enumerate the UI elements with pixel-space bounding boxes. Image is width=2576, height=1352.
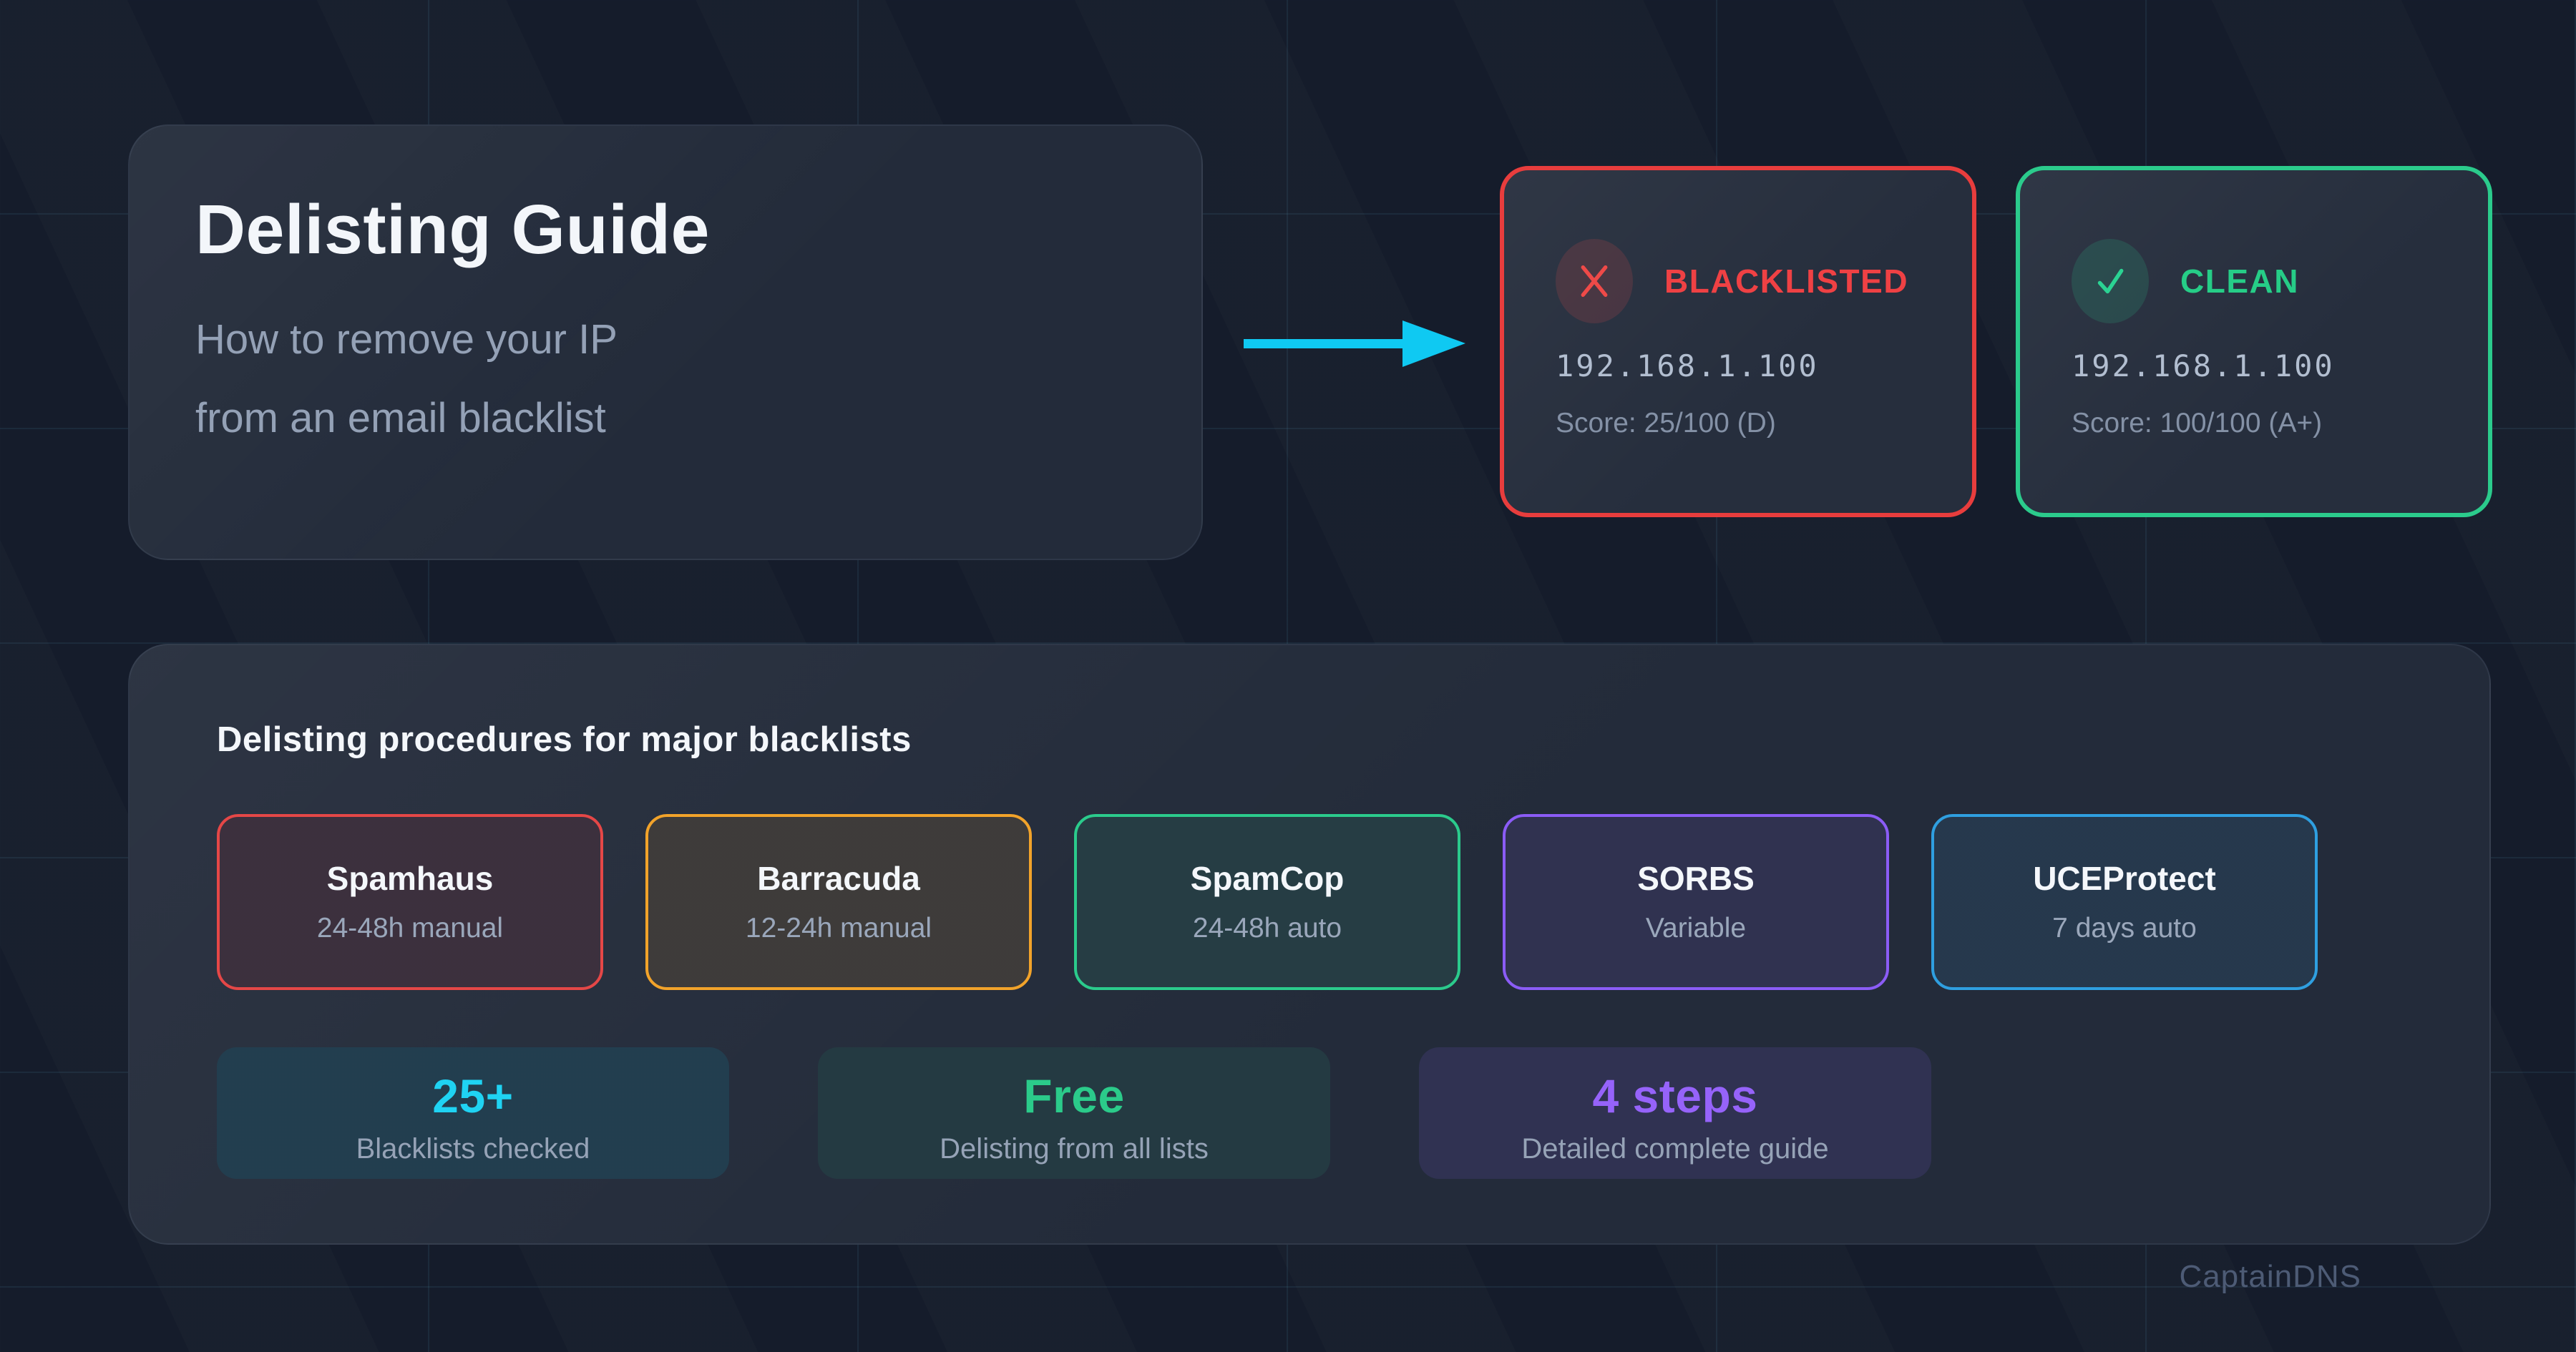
stat-badges-row: 25+ Blacklists checked Free Delisting fr…: [217, 1047, 1931, 1179]
blacklist-time: 24-48h manual: [316, 913, 504, 944]
blacklist-time: Variable: [1645, 913, 1747, 944]
stat-label: Blacklists checked: [356, 1133, 590, 1165]
watermark: CaptainDNS: [2179, 1259, 2361, 1294]
blacklist-card-sorbs: SORBS Variable: [1503, 814, 1889, 990]
blacklist-card-barracuda: Barracuda 12-24h manual: [645, 814, 1032, 990]
ip-address: 192.168.1.100: [1556, 348, 1819, 383]
stat-label: Delisting from all lists: [940, 1133, 1209, 1165]
check-icon: [2072, 239, 2149, 323]
status-card-blacklisted: BLACKLISTED 192.168.1.100 Score: 25/100 …: [1500, 166, 1976, 517]
status-card-clean: CLEAN 192.168.1.100 Score: 100/100 (A+): [2016, 166, 2492, 517]
score-text: Score: 100/100 (A+): [2072, 408, 2323, 439]
page-subtitle-line-2: from an email blacklist: [195, 395, 606, 441]
blacklist-card-spamhaus: Spamhaus 24-48h manual: [217, 814, 603, 990]
stat-label: Detailed complete guide: [1521, 1133, 1829, 1165]
status-header-row: BLACKLISTED: [1556, 239, 1921, 323]
x-icon: [1556, 239, 1633, 323]
blacklist-name: UCEProtect: [2033, 860, 2216, 897]
status-label: CLEAN: [2180, 263, 2299, 300]
stat-value: 4 steps: [1592, 1069, 1758, 1122]
stat-badge-guide-steps: 4 steps Detailed complete guide: [1419, 1047, 1931, 1179]
blacklist-time: 12-24h manual: [745, 913, 932, 944]
blacklist-card-spamcop: SpamCop 24-48h auto: [1074, 814, 1460, 990]
blacklist-name: SORBS: [1637, 860, 1755, 897]
blacklist-card-uceprotect: UCEProtect 7 days auto: [1931, 814, 2318, 990]
stat-badge-blacklists-checked: 25+ Blacklists checked: [217, 1047, 729, 1179]
blacklist-time: 24-48h auto: [1192, 913, 1342, 944]
procedures-panel: Delisting procedures for major blacklist…: [128, 644, 2491, 1245]
blacklist-name: Spamhaus: [326, 860, 494, 897]
flow-arrow-icon: [1244, 320, 1465, 367]
stat-value: Free: [1023, 1069, 1125, 1122]
section-heading: Delisting procedures for major blacklist…: [217, 720, 912, 759]
hero-card: Delisting Guide How to remove your IP fr…: [128, 124, 1203, 560]
blacklist-name: SpamCop: [1190, 860, 1345, 897]
status-header-row: CLEAN: [2072, 239, 2436, 323]
blacklist-cards-row: Spamhaus 24-48h manual Barracuda 12-24h …: [217, 814, 2318, 990]
stat-badge-free-delisting: Free Delisting from all lists: [818, 1047, 1330, 1179]
score-text: Score: 25/100 (D): [1556, 408, 1776, 439]
page-subtitle: How to remove your IP from an email blac…: [195, 300, 1136, 458]
ip-address: 192.168.1.100: [2072, 348, 2335, 383]
stat-value: 25+: [432, 1069, 514, 1122]
blacklist-time: 7 days auto: [2052, 913, 2197, 944]
page-title: Delisting Guide: [195, 190, 710, 268]
blacklist-name: Barracuda: [757, 860, 920, 897]
status-label: BLACKLISTED: [1664, 263, 1909, 300]
page-subtitle-line-1: How to remove your IP: [195, 316, 618, 363]
